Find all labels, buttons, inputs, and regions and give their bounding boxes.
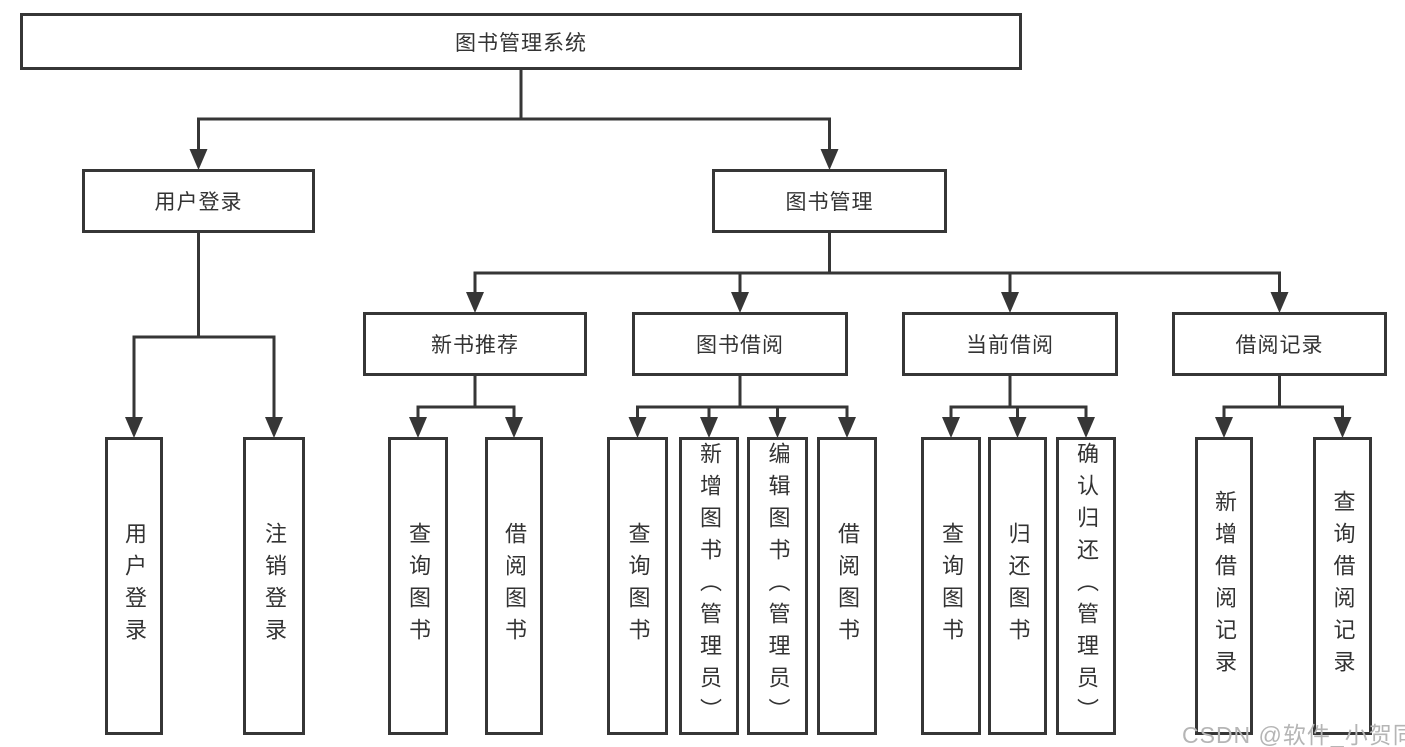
connector-group-user-login-branch [125, 233, 283, 438]
node-book-management-branch: 图书管理 [712, 169, 947, 233]
node-add-books-admin-leaf: 新增图书（管理员） [679, 437, 739, 735]
node-query-books-leaf-1-label: 查询图书 [406, 522, 431, 650]
node-query-books-leaf-3: 查询图书 [921, 437, 981, 735]
node-current-borrow-label: 当前借阅 [966, 334, 1054, 357]
node-return-books-leaf-label: 归还图书 [1005, 522, 1031, 650]
node-query-borrow-record-leaf-label: 查询借阅记录 [1330, 490, 1356, 682]
connector-group-new-book-recommend [409, 376, 523, 438]
node-query-borrow-record-leaf: 查询借阅记录 [1313, 437, 1372, 735]
node-user-login-branch: 用户登录 [82, 169, 315, 233]
node-user-login-leaf-label: 用户登录 [122, 522, 147, 650]
node-user-login-branch-label: 用户登录 [154, 191, 243, 214]
node-system-root-label: 图书管理系统 [455, 31, 587, 55]
node-query-books-leaf-2: 查询图书 [607, 437, 668, 735]
node-edit-books-admin-leaf-label: 编辑图书（管理员） [765, 442, 791, 730]
node-borrow-books-leaf-2-label: 借阅图书 [835, 522, 860, 650]
node-system-root: 图书管理系统 [20, 13, 1022, 70]
node-add-books-admin-leaf-label: 新增图书（管理员） [697, 442, 722, 730]
node-confirm-return-admin-leaf-label: 确认归还（管理员） [1074, 442, 1099, 730]
node-logout-leaf: 注销登录 [243, 437, 305, 735]
node-book-borrow-label: 图书借阅 [696, 334, 784, 357]
node-current-borrow: 当前借阅 [902, 312, 1118, 376]
node-add-borrow-record-leaf-label: 新增借阅记录 [1212, 490, 1237, 682]
node-book-management-branch-label: 图书管理 [785, 191, 874, 214]
node-logout-leaf-label: 注销登录 [262, 522, 287, 650]
node-borrow-books-leaf-1: 借阅图书 [485, 437, 543, 735]
node-confirm-return-admin-leaf: 确认归还（管理员） [1056, 437, 1116, 735]
node-borrow-books-leaf-2: 借阅图书 [817, 437, 877, 735]
node-user-login-leaf: 用户登录 [105, 437, 163, 735]
node-borrow-records: 借阅记录 [1172, 312, 1387, 376]
connector-group-current-borrow [942, 376, 1095, 438]
node-query-books-leaf-2-label: 查询图书 [625, 522, 651, 650]
watermark-text: CSDN @软件_小贺同学 [1182, 722, 1405, 747]
connector-group-book-borrow [628, 376, 856, 438]
connector-group-book-management-branch [466, 233, 1289, 313]
connector-group-borrow-records [1215, 376, 1352, 438]
node-book-borrow: 图书借阅 [632, 312, 848, 376]
node-borrow-books-leaf-1-label: 借阅图书 [502, 522, 527, 650]
node-new-book-recommend: 新书推荐 [363, 312, 587, 376]
node-edit-books-admin-leaf: 编辑图书（管理员） [747, 437, 808, 735]
node-borrow-records-label: 借阅记录 [1235, 334, 1324, 357]
connector-group-system-root [189, 70, 839, 170]
node-query-books-leaf-3-label: 查询图书 [939, 522, 964, 650]
node-new-book-recommend-label: 新书推荐 [431, 334, 519, 357]
node-query-books-leaf-1: 查询图书 [388, 437, 448, 735]
node-return-books-leaf: 归还图书 [988, 437, 1047, 735]
node-add-borrow-record-leaf: 新增借阅记录 [1195, 437, 1253, 735]
